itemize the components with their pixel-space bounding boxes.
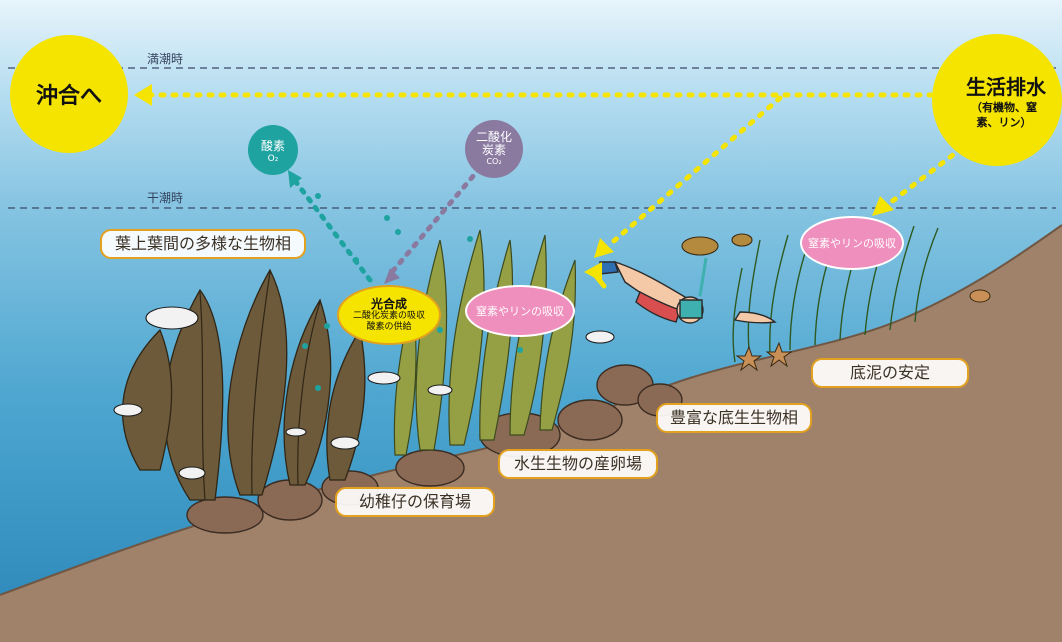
oxygen-bubble: 酸素 O₂: [248, 125, 298, 175]
offshore-label: 沖合へ: [36, 78, 102, 110]
co2-formula: CO₂: [486, 157, 501, 167]
label-benthic: 豊富な底生生物相: [656, 403, 812, 433]
nutrient-absorption-right: 窒素やリンの吸収: [800, 216, 904, 270]
co2-line2: 炭素: [482, 144, 506, 157]
wastewater-title: 生活排水: [966, 71, 1046, 100]
label-spawning: 水生生物の産卵場: [498, 449, 658, 479]
low-tide-label: 干潮時: [147, 189, 183, 206]
photosynthesis-line1: 二酸化炭素の吸収: [353, 311, 425, 322]
wastewater-detail-1: （有機物、窒: [971, 100, 1037, 115]
high-tide-label: 満潮時: [147, 50, 183, 67]
label-diverse-biota: 葉上葉間の多様な生物相: [100, 229, 306, 259]
nutrient-absorption-left: 窒素やリンの吸収: [465, 285, 575, 337]
photosynthesis-title: 光合成: [371, 297, 407, 311]
offshore-circle: 沖合へ: [10, 35, 128, 153]
label-nursery: 幼稚仔の保育場: [335, 487, 495, 517]
photosynthesis-line2: 酸素の供給: [366, 322, 411, 333]
wastewater-detail-2: 素、リン）: [977, 115, 1032, 130]
label-sediment: 底泥の安定: [811, 358, 969, 388]
co2-bubble: 二酸化 炭素 CO₂: [465, 120, 523, 178]
oxygen-label: 酸素: [261, 137, 285, 154]
wastewater-circle: 生活排水 （有機物、窒 素、リン）: [932, 34, 1062, 166]
oxygen-formula: O₂: [268, 154, 279, 164]
photosynthesis-oval: 光合成 二酸化炭素の吸収 酸素の供給: [337, 285, 441, 345]
